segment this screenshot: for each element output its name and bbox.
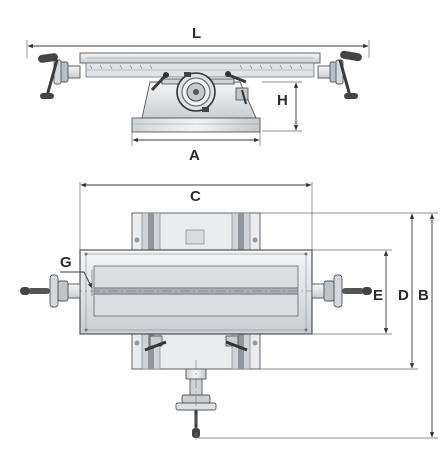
label-B: B bbox=[418, 287, 429, 304]
label-H: H bbox=[277, 92, 288, 109]
dimension-A: A bbox=[131, 132, 261, 164]
dimension-E: E bbox=[312, 249, 392, 335]
left-handwheel-plan bbox=[20, 274, 81, 308]
label-C: C bbox=[190, 188, 201, 205]
label-D: D bbox=[398, 287, 409, 304]
cross-handwheel-dial bbox=[176, 72, 216, 112]
right-handwheel-side bbox=[317, 50, 362, 99]
table-rail bbox=[79, 52, 321, 78]
left-handwheel-side bbox=[38, 53, 81, 99]
leadscrew-thread bbox=[89, 64, 303, 70]
plan-view: C G bbox=[18, 182, 438, 440]
dimension-C: C bbox=[79, 182, 313, 252]
dimension-H: H bbox=[262, 81, 302, 132]
dimension-B: B bbox=[198, 212, 438, 439]
lock-levers bbox=[150, 71, 249, 105]
plan-lock-levers bbox=[134, 335, 258, 352]
label-G: G bbox=[60, 254, 72, 271]
label-A: A bbox=[189, 147, 200, 164]
label-L: L bbox=[192, 25, 201, 42]
front-handwheel-plan bbox=[175, 360, 217, 440]
dimension-D: D bbox=[260, 212, 418, 370]
side-view: L bbox=[26, 25, 370, 164]
dimension-G: G bbox=[60, 254, 93, 296]
work-table bbox=[79, 249, 313, 335]
right-handwheel-plan bbox=[311, 274, 372, 308]
label-E: E bbox=[373, 287, 383, 304]
dimension-L: L bbox=[26, 25, 370, 58]
